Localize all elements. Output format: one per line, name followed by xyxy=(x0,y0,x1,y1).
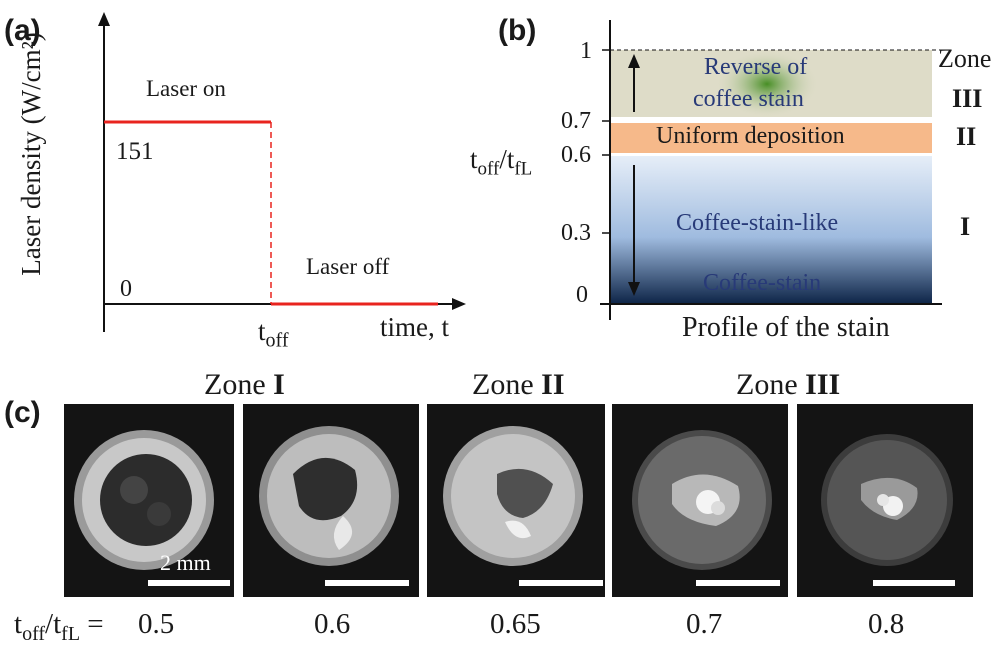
panel-b-tick-1: 1 xyxy=(580,38,592,64)
panel-b-tick-07: 0.7 xyxy=(561,108,591,134)
droplet-photo-2 xyxy=(243,404,419,597)
panel-a-label: (a) xyxy=(4,14,41,47)
laser-on-label: Laser on xyxy=(146,76,226,101)
reverse-label-line1: Reverse of xyxy=(704,54,808,80)
scale-bar-5 xyxy=(873,580,955,586)
panel-a-plot xyxy=(98,12,466,332)
panel-b-label: (b) xyxy=(498,14,537,47)
zone-header: Zone xyxy=(938,44,992,73)
scale-bar-3 xyxy=(519,580,603,586)
uniform-label: Uniform deposition xyxy=(656,123,845,149)
scale-bar-1 xyxy=(148,580,230,586)
droplet-photo-4 xyxy=(612,404,788,597)
white-divider-1 xyxy=(234,404,243,597)
panel-a-toff-label: toff xyxy=(258,316,288,352)
zone-III-header: Zone III xyxy=(736,368,841,401)
droplet-photo-1: 2 mm xyxy=(64,404,234,597)
ratio-label: toff/tfL = xyxy=(14,608,104,645)
ratio-value-4: 0.7 xyxy=(686,608,723,640)
panel-a-x-arrow xyxy=(452,298,466,310)
laser-off-label: Laser off xyxy=(306,254,390,279)
scale-bar-2 xyxy=(325,580,409,586)
zone-II-header: Zone II xyxy=(472,368,565,401)
panel-a-ylabel: Laser density (W/cm²) xyxy=(16,32,46,276)
ratio-value-3: 0.65 xyxy=(490,608,541,640)
zone-I-label: I xyxy=(960,212,971,241)
zone1-region xyxy=(610,156,932,304)
coffee-like-label: Coffee-stain-like xyxy=(676,210,839,236)
zone-II-label: II xyxy=(956,122,977,151)
scale-bar-4 xyxy=(696,580,780,586)
down-arrow-head xyxy=(628,282,640,296)
panel-a-tick-0: 0 xyxy=(120,276,132,302)
zone-I-header: Zone I xyxy=(204,368,285,401)
reverse-label-line2: coffee stain xyxy=(693,86,804,112)
toff-sub: off xyxy=(265,329,289,352)
droplet-photo-5 xyxy=(797,404,973,597)
panel-b-tick-0: 0 xyxy=(576,282,588,308)
panel-b-ylabel: toff/tfL xyxy=(470,144,533,180)
scale-bar-label: 2 mm xyxy=(160,550,211,575)
ratio-value-1: 0.5 xyxy=(138,608,175,640)
droplet-photo-3 xyxy=(427,404,605,597)
panel-a-tick-151: 151 xyxy=(116,138,154,165)
panel-b-tick-03: 0.3 xyxy=(561,220,591,246)
panel-b-plot xyxy=(600,20,942,320)
panel-b-tick-06: 0.6 xyxy=(561,142,591,168)
panel-c-label: (c) xyxy=(4,396,41,429)
panel-a-xlabel: time, t xyxy=(380,312,449,342)
ratio-value-2: 0.6 xyxy=(314,608,351,640)
coffee-label: Coffee-stain xyxy=(703,270,822,296)
ratio-value-5: 0.8 xyxy=(868,608,905,640)
up-arrow-head xyxy=(628,54,640,68)
toff-main: t xyxy=(258,316,266,346)
white-divider-2 xyxy=(788,404,797,597)
panel-b-xlabel: Profile of the stain xyxy=(682,312,890,343)
panel-a-y-arrow xyxy=(98,12,110,26)
zone2-region xyxy=(610,123,932,153)
green-blob xyxy=(715,50,819,118)
zone-III-label: III xyxy=(952,84,983,113)
